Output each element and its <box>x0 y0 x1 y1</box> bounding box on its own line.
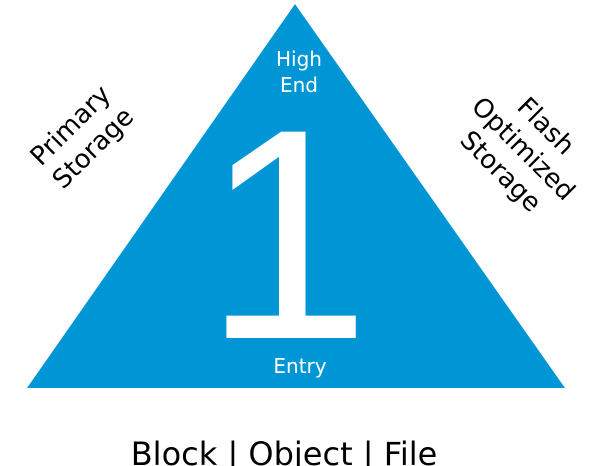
tier-triangle <box>27 4 565 388</box>
footer-label: Block | Object | File <box>131 435 438 466</box>
right-side-label: Flash Optimized Storage <box>454 92 581 219</box>
top-label-line2: End <box>280 73 318 97</box>
bottom-label: Entry <box>273 354 326 378</box>
tier-numeral: 1 <box>204 66 371 402</box>
left-side-label: Primary Storage <box>25 80 140 195</box>
top-label-line1: High <box>276 47 322 71</box>
